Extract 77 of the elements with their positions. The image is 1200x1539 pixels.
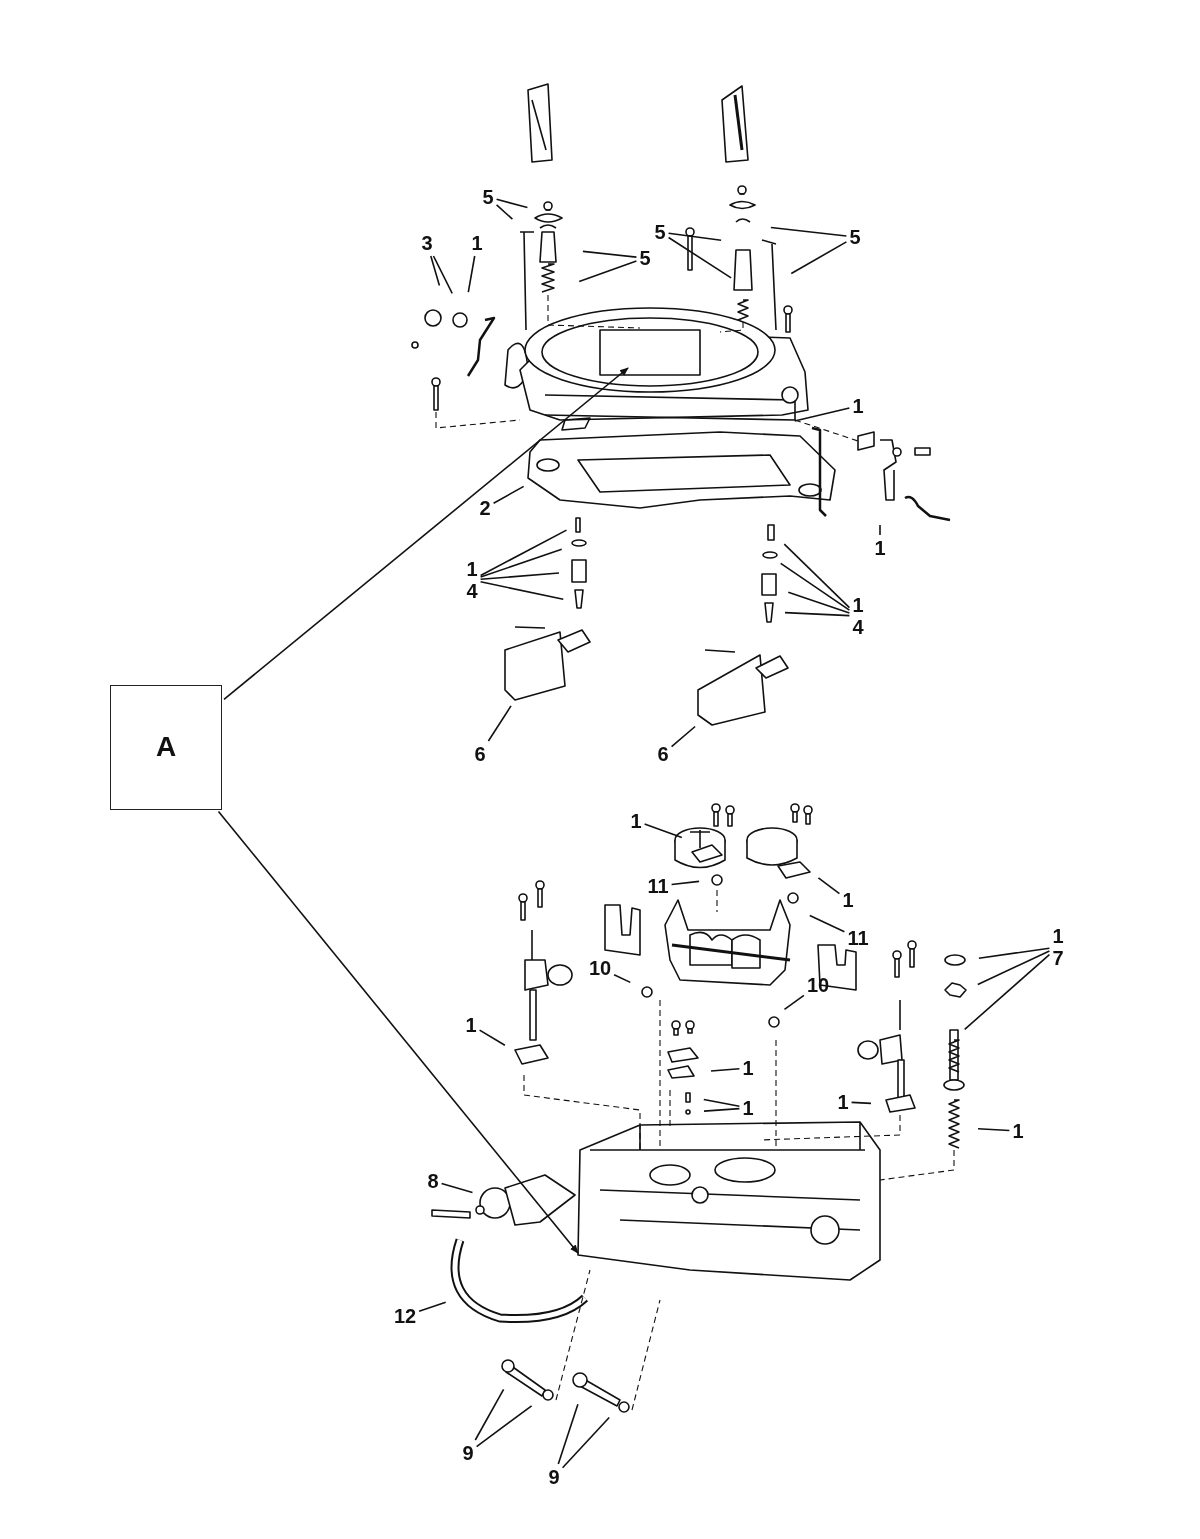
callout-number: 1	[741, 1097, 755, 1119]
callout-number: 5	[848, 226, 862, 248]
leader-line	[495, 198, 529, 209]
leader-line	[879, 524, 881, 536]
leader-line	[475, 1405, 533, 1448]
leader-line	[418, 1301, 447, 1312]
callout-number: 1	[470, 232, 484, 254]
callout-number: 1	[629, 810, 643, 832]
callout-number: 5	[481, 186, 495, 208]
leader-line	[703, 1107, 741, 1112]
callout-number: 1 7	[1051, 925, 1065, 969]
callout-number: 3	[420, 232, 434, 254]
leader-line	[667, 232, 722, 242]
leader-line	[492, 485, 525, 504]
arrow	[223, 367, 629, 701]
leader-line	[779, 562, 851, 611]
leader-line	[430, 255, 441, 287]
callout-number: 2	[478, 497, 492, 519]
leader-line	[809, 914, 846, 933]
leader-line	[643, 823, 683, 839]
leader-line	[479, 572, 560, 581]
callout-number: 11	[646, 875, 670, 897]
leader-line	[495, 204, 514, 220]
leader-line	[440, 1182, 474, 1194]
leader-line	[467, 255, 476, 293]
leader-line	[783, 543, 851, 609]
leader-line	[787, 591, 851, 614]
leader-line	[790, 241, 848, 275]
leader-line	[710, 1067, 741, 1072]
callout-number: 9	[461, 1442, 475, 1464]
callout-number: 1	[873, 537, 887, 559]
callout-number: 6	[473, 743, 487, 765]
leader-line	[479, 548, 563, 578]
callout-number: 10	[587, 957, 613, 979]
leader-line	[784, 611, 851, 617]
leader-line	[770, 226, 848, 237]
callout-number: 1 4	[851, 594, 865, 638]
leader-line	[783, 994, 805, 1011]
callout-number: 5	[638, 247, 652, 269]
leader-line	[977, 950, 1051, 986]
leader-line	[978, 947, 1051, 959]
leader-line	[670, 725, 696, 748]
leader-line	[963, 953, 1051, 1031]
callout-number: 1	[851, 395, 865, 417]
callout-number: 1	[741, 1057, 755, 1079]
leader-line	[667, 236, 732, 279]
callout-number: 11	[846, 927, 870, 949]
callout-number: 1	[836, 1091, 850, 1113]
leader-line	[817, 877, 841, 895]
callout-number: 12	[392, 1305, 418, 1327]
leader-line	[487, 705, 512, 742]
leader-line	[850, 1101, 872, 1105]
callout-number: 1	[841, 889, 855, 911]
leader-line	[582, 250, 638, 258]
leader-line	[561, 1416, 610, 1469]
callout-number: 5	[653, 221, 667, 243]
leader-line	[793, 407, 851, 422]
callout-number: 9	[547, 1466, 561, 1488]
arrow	[217, 810, 579, 1254]
leader-line	[557, 1403, 579, 1465]
leader-line	[432, 255, 453, 295]
leader-line	[578, 260, 638, 283]
leader-line	[670, 880, 700, 886]
callout-number: 1	[1011, 1120, 1025, 1142]
leader-line	[478, 1029, 506, 1047]
leader-line	[474, 1388, 505, 1441]
callout-number: 1 4	[465, 558, 479, 602]
leader-line	[977, 1127, 1011, 1132]
leader-line	[703, 1098, 741, 1108]
callout-number: 8	[426, 1170, 440, 1192]
callout-number: 6	[656, 743, 670, 765]
leader-line	[479, 581, 565, 601]
callout-number: 10	[805, 974, 831, 996]
leader-line	[613, 973, 632, 984]
leader-line	[479, 529, 568, 577]
callout-number: 1	[464, 1014, 478, 1036]
view-reference-box: A	[110, 684, 222, 810]
